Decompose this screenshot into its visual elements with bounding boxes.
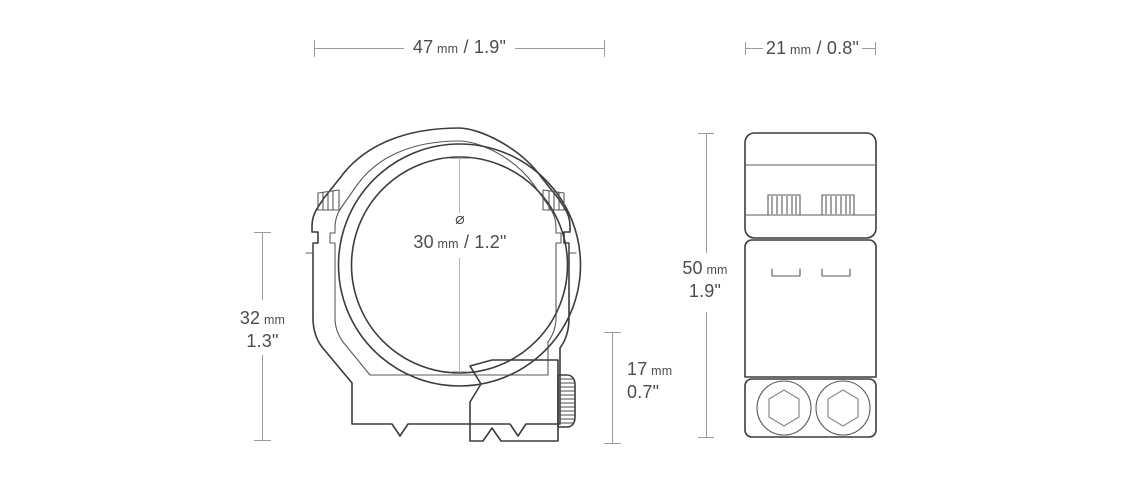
- hex-bolt-right: [815, 380, 871, 436]
- dimension-47mm-value: 47: [412, 37, 434, 57]
- front-view-group: [305, 127, 582, 442]
- dimension-47mm-separator: /: [463, 37, 469, 57]
- dimension-label-height: 32 mm 1.3": [212, 307, 313, 354]
- dimension-17mm-unit: mm: [651, 364, 673, 378]
- dimension-21mm-separator: /: [816, 38, 822, 58]
- top-clamp-screw-right: [821, 194, 855, 216]
- top-clamp-screw-left: [767, 194, 801, 216]
- dimension-21mm-imperial: 0.8": [826, 38, 860, 58]
- hex-bolt-left: [756, 380, 812, 436]
- dimension-21mm-unit: mm: [790, 43, 812, 57]
- dimension-label-base-height: 17 mm 0.7": [627, 358, 717, 405]
- dimension-32mm-value: 32: [239, 308, 261, 328]
- clamp-screw-knob: [557, 374, 576, 428]
- dimension-17mm: [604, 332, 621, 444]
- dimension-50mm: [698, 133, 714, 438]
- dimension-17mm-value: 17: [627, 359, 648, 379]
- dimension-47mm-unit: mm: [437, 42, 459, 56]
- diameter-symbol-icon: ⌀: [455, 211, 465, 228]
- dimension-50mm-value: 50: [682, 258, 703, 278]
- dimension-21mm-value: 21: [765, 38, 787, 58]
- dimension-17mm-imperial: 0.7": [627, 382, 660, 403]
- dimension-32mm-unit: mm: [263, 313, 286, 327]
- side-view-group: [744, 132, 877, 438]
- left-clamp-screw: [317, 189, 340, 211]
- right-clamp-screw: [542, 189, 565, 211]
- dimension-label-depth: 21 mm / 0.8": [763, 37, 862, 60]
- dimension-30mm-unit: mm: [437, 237, 459, 251]
- dimension-21mm: [745, 42, 876, 55]
- dimension-47mm: [314, 40, 605, 57]
- dimension-30mm-separator: /: [463, 232, 470, 252]
- dimension-label-width: 47 mm / 1.9": [404, 36, 515, 59]
- dimension-30mm-imperial: 1.2": [474, 232, 507, 252]
- dimension-30mm-value: 30: [413, 232, 434, 252]
- dimension-32mm-imperial: 1.3": [246, 331, 279, 352]
- dimension-label-length: 50 mm 1.9": [655, 257, 755, 304]
- dimension-50mm-imperial: 1.9": [688, 281, 722, 302]
- dimension-50mm-unit: mm: [706, 263, 728, 277]
- dimension-label-bore: ⌀ 30 mm / 1.2": [384, 212, 536, 254]
- dimension-32mm: [254, 232, 271, 441]
- dimension-47mm-imperial: 1.9": [473, 37, 507, 57]
